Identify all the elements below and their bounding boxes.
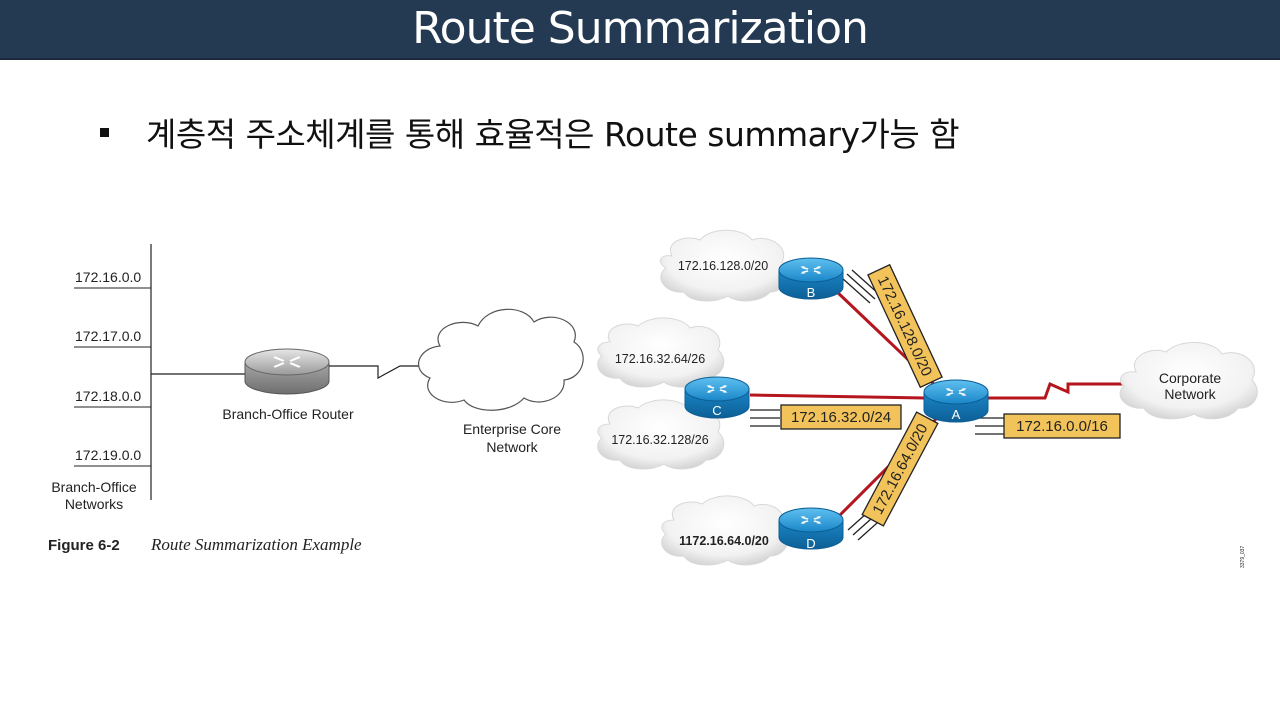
cloud-icon: [661, 495, 789, 566]
enterprise-core-cloud-icon: [418, 308, 584, 411]
link-a-corporate: [985, 381, 1130, 400]
summary-box-c-a: 172.16.32.0/24: [780, 404, 902, 430]
link-c-a: [749, 393, 926, 400]
router-label: B: [807, 285, 816, 300]
cloud-icon: [597, 399, 725, 470]
corporate-label: Corporate: [1159, 370, 1221, 386]
figure-caption-title: Route Summarization Example: [150, 535, 362, 554]
network-label: 172.19.0.0: [75, 447, 141, 463]
network-label: 172.17.0.0: [75, 328, 141, 344]
router-b-icon: B: [778, 257, 844, 300]
network-label: 172.18.0.0: [75, 388, 141, 404]
right-figure: 172.16.128.0/20 172.16.32.0/24 172.16.64…: [597, 229, 1258, 568]
summary-box-a-corporate: 172.16.0.0/16: [1003, 413, 1121, 439]
branch-router-label: Branch-Office Router: [222, 406, 354, 422]
router-label: C: [712, 403, 721, 418]
router-label: D: [806, 536, 815, 551]
summary-label: 172.16.64.0/20: [869, 421, 931, 517]
router-label: A: [952, 407, 961, 422]
bullet-text: 계층적 주소체계를 통해 효율적은 Route summary가능 함: [146, 115, 960, 154]
corporate-cloud-icon: [1119, 341, 1258, 420]
branch-router-icon: [244, 348, 330, 395]
summary-label: 172.16.128.0/20: [874, 273, 935, 378]
branch-networks-label: Networks: [65, 496, 123, 512]
network-label: 172.16.0.0: [75, 269, 141, 285]
serial-link: [329, 365, 440, 380]
cloud-icon: [659, 229, 789, 302]
router-d-icon: D: [778, 507, 844, 551]
enterprise-core-label: Network: [486, 439, 538, 455]
cloud-label: 1172.16.64.0/20: [679, 534, 769, 548]
cloud-label: 172.16.32.128/26: [611, 433, 708, 447]
summary-box-b-a: 172.16.128.0/20: [867, 263, 943, 389]
figure-id: 3379_037: [1240, 546, 1246, 568]
left-figure: 172.16.0.0 172.17.0.0 172.18.0.0 172.19.…: [48, 244, 584, 554]
summary-label: 172.16.32.0/24: [791, 409, 891, 426]
cloud-label: 172.16.128.0/20: [678, 259, 768, 273]
figure-caption-number: Figure 6-2: [48, 537, 120, 554]
summary-label: 172.16.0.0/16: [1016, 418, 1108, 435]
corporate-label: Network: [1164, 386, 1216, 402]
slide-title: Route Summarization: [412, 3, 869, 54]
branch-networks-label: Branch-Office: [51, 479, 137, 495]
router-a-icon: A: [923, 379, 989, 423]
title-bar: Route Summarization: [0, 0, 1280, 60]
enterprise-core-label: Enterprise Core: [463, 421, 561, 437]
bullet-marker: [100, 128, 109, 137]
cloud-label: 172.16.32.64/26: [615, 352, 705, 366]
router-c-icon: C: [684, 376, 750, 419]
